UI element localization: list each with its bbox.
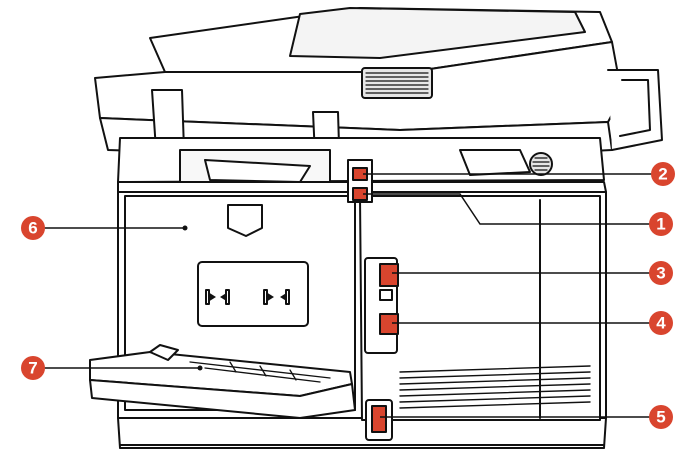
svg-text:5: 5 [656, 408, 665, 427]
svg-text:6: 6 [28, 219, 37, 238]
callout-2: 2 [363, 162, 675, 186]
callout-3: 3 [392, 261, 673, 285]
callout-1: 1 [363, 193, 673, 236]
svg-text:1: 1 [656, 215, 665, 234]
svg-text:2: 2 [658, 165, 667, 184]
manual-feed-tray [89, 344, 356, 419]
svg-text:3: 3 [656, 264, 665, 283]
callout-7: 7 [21, 356, 203, 380]
callout-5: 5 [380, 405, 673, 429]
callout-6: 6 [21, 216, 188, 240]
callouts: 2 1 6 3 4 7 [21, 162, 675, 429]
svg-text:7: 7 [28, 359, 37, 378]
svg-text:4: 4 [656, 314, 666, 333]
callout-4: 4 [392, 311, 673, 335]
port-panel [347, 159, 399, 441]
